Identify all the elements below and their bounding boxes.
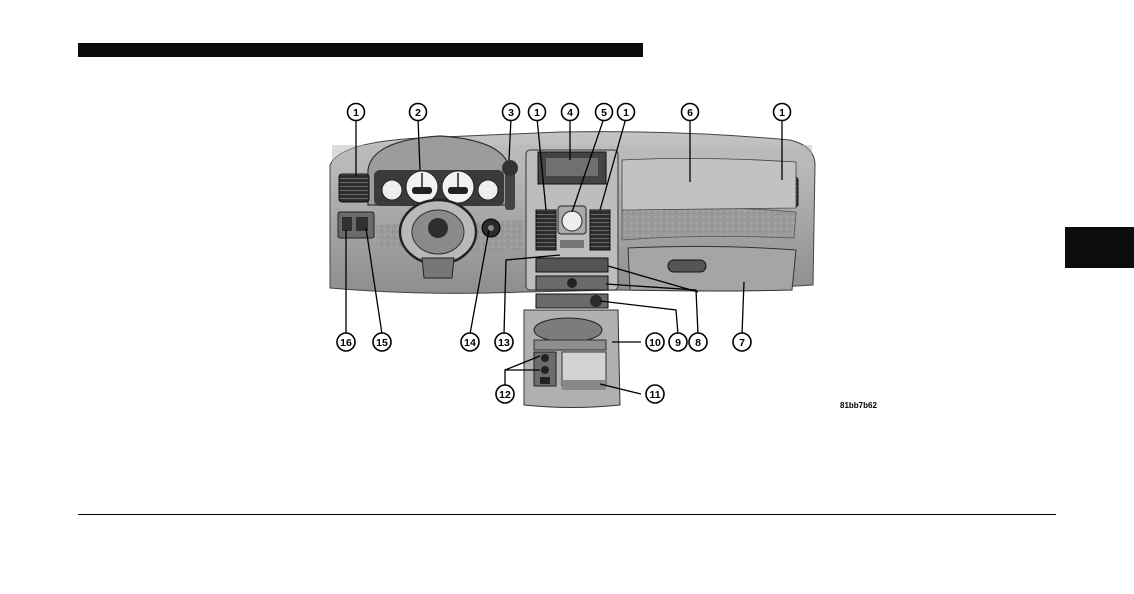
callout-number: 13	[498, 337, 510, 349]
callout-6: 6	[682, 104, 699, 121]
callout-number: 6	[687, 107, 693, 119]
image-code: 81bb7b62	[840, 401, 877, 410]
woodgrain-right	[622, 207, 796, 240]
callout-number: 8	[695, 337, 701, 349]
callout-number: 1	[779, 107, 785, 119]
analog-clock	[562, 211, 582, 231]
callout-15: 15	[373, 333, 391, 351]
callout-12: 12	[496, 385, 514, 403]
callout-number: 2	[415, 107, 421, 119]
center-vent-right	[590, 210, 610, 250]
callout-1c: 1	[618, 104, 635, 121]
cupholder	[534, 318, 602, 342]
callout-number: 4	[567, 107, 573, 119]
callout-number: 1	[534, 107, 540, 119]
callout-14: 14	[461, 333, 479, 351]
gauge-right	[478, 180, 498, 200]
callout-2: 2	[410, 104, 427, 121]
callout-number: 11	[649, 389, 660, 401]
callout-9: 9	[669, 333, 687, 351]
left-vent	[339, 174, 369, 202]
gauge-left	[382, 180, 402, 200]
glove-box-handle	[668, 260, 706, 272]
callout-5: 5	[596, 104, 613, 121]
callout-number: 16	[340, 337, 352, 349]
callout-number: 3	[508, 107, 514, 119]
callout-7: 7	[733, 333, 751, 351]
callout-number: 14	[464, 337, 476, 349]
callout-number: 1	[353, 107, 359, 119]
callout-number: 7	[739, 337, 745, 349]
callout-1a: 1	[348, 104, 365, 121]
horn-pad	[428, 218, 448, 238]
callout-number: 1	[623, 107, 629, 119]
callout-number: 10	[649, 337, 661, 349]
passenger-airbag-panel	[622, 158, 796, 210]
callout-4: 4	[562, 104, 579, 121]
callout-11: 11	[646, 385, 664, 403]
callout-number: 5	[601, 107, 607, 119]
callout-number: 9	[675, 337, 681, 349]
callout-10: 10	[646, 333, 664, 351]
radio-lower	[536, 258, 608, 272]
glove-box	[628, 246, 796, 291]
callout-8: 8	[689, 333, 707, 351]
callout-number: 12	[499, 389, 511, 401]
callout-13: 13	[495, 333, 513, 351]
callout-number: 15	[376, 337, 388, 349]
callout-16: 16	[337, 333, 355, 351]
center-vent-left	[536, 210, 556, 250]
callout-1b: 1	[529, 104, 546, 121]
callout-1d: 1	[774, 104, 791, 121]
callout-3: 3	[503, 104, 520, 121]
